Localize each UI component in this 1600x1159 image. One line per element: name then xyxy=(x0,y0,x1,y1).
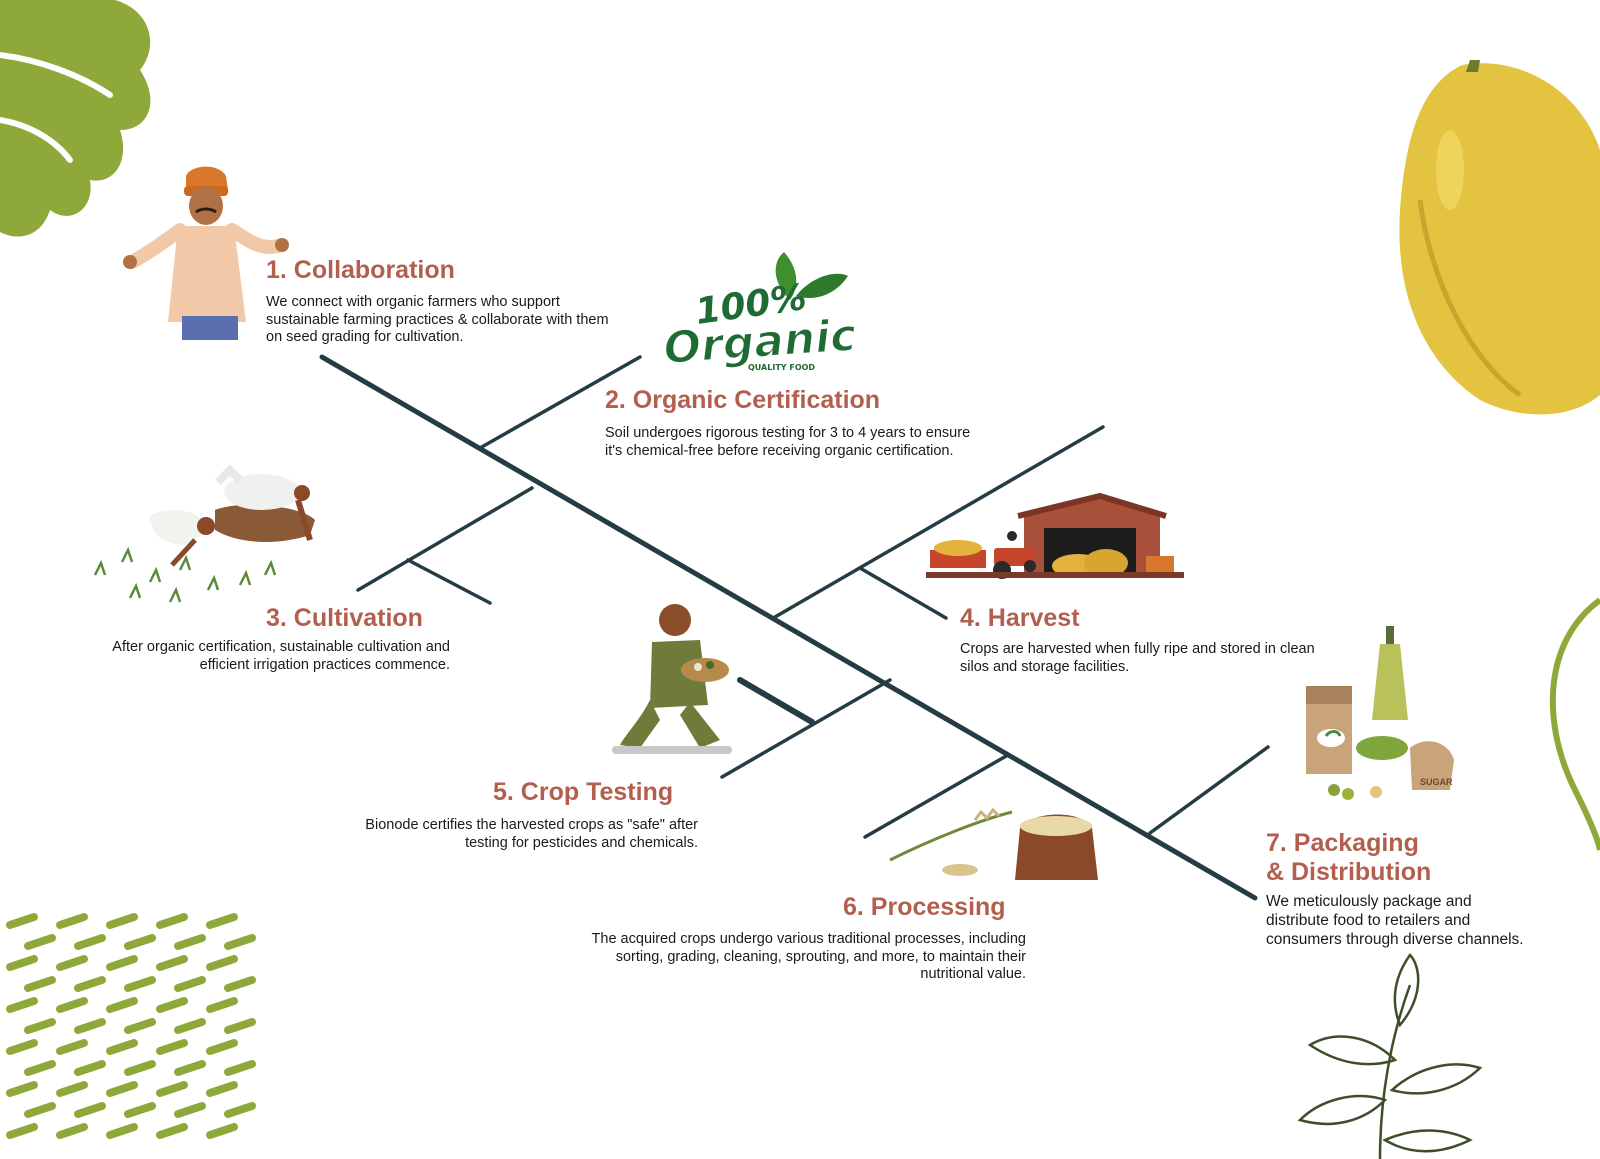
branch-crop-testing-tick xyxy=(737,677,815,725)
step-2-description: Soil undergoes rigorous testing for 3 to… xyxy=(605,425,971,459)
dash-mark xyxy=(124,1102,156,1118)
branch-organic-certification xyxy=(478,355,642,450)
dash-mark xyxy=(56,955,88,971)
step-1-title: 1. Collaboration xyxy=(266,256,455,284)
dash-mark xyxy=(156,1081,188,1097)
dash-mark xyxy=(156,1123,188,1139)
branch-cultivation-main xyxy=(356,486,534,592)
dash-mark xyxy=(106,955,138,971)
field-planting-illustration-icon xyxy=(93,464,315,603)
dash-mark xyxy=(6,997,38,1013)
step-3-description: After organic certification, sustainable… xyxy=(112,639,450,673)
dash-mark xyxy=(56,913,88,929)
dash-mark xyxy=(124,1018,156,1034)
branch-harvest-main xyxy=(773,425,1105,619)
branch-crop-testing-main xyxy=(720,678,892,779)
dash-mark xyxy=(24,1018,56,1034)
fishbone-lines xyxy=(319,354,1270,901)
farmer-illustration-icon xyxy=(123,166,289,340)
dash-mark xyxy=(156,955,188,971)
dash-mark xyxy=(24,976,56,992)
dash-mark xyxy=(224,1060,256,1076)
dash-mark xyxy=(174,1060,206,1076)
step-5-title: 5. Crop Testing xyxy=(493,778,674,806)
dash-mark xyxy=(206,997,238,1013)
dash-mark xyxy=(24,1060,56,1076)
dash-mark xyxy=(24,1102,56,1118)
package-label: SUGAR xyxy=(1420,777,1453,787)
organic-logo-icon: 100% Organic QUALITY FOOD xyxy=(661,252,859,375)
dash-mark xyxy=(6,913,38,929)
branch-packaging-main xyxy=(1148,745,1270,835)
leaf-sprig-icon xyxy=(1297,953,1483,1159)
dash-mark xyxy=(74,976,106,992)
leaf-top-left-icon xyxy=(0,0,151,237)
dash-mark xyxy=(206,913,238,929)
step-7-description: We meticulously package and distribute f… xyxy=(1266,893,1524,948)
dash-mark xyxy=(56,997,88,1013)
step-6-title: 6. Processing xyxy=(843,893,1006,921)
step-4-description: Crops are harvested when fully ripe and … xyxy=(960,641,1315,675)
dash-mark xyxy=(124,1060,156,1076)
dash-mark xyxy=(56,1039,88,1055)
dash-mark xyxy=(6,1123,38,1139)
dash-mark xyxy=(74,1102,106,1118)
dash-mark xyxy=(156,913,188,929)
dash-mark xyxy=(24,934,56,950)
dash-mark xyxy=(56,1123,88,1139)
step-2-title: 2. Organic Certification xyxy=(605,386,881,414)
kneeling-inspector-illustration-icon xyxy=(612,604,732,754)
food-packages-illustration-icon: SUGAR xyxy=(1306,626,1454,800)
dash-mark xyxy=(206,955,238,971)
step-5-description: Bionode certifies the harvested crops as… xyxy=(365,817,698,851)
papaya-icon xyxy=(1399,60,1600,415)
dash-mark xyxy=(56,1081,88,1097)
dash-mark xyxy=(224,1102,256,1118)
barn-tractor-illustration-icon xyxy=(926,492,1184,579)
dash-mark xyxy=(124,934,156,950)
dash-mark xyxy=(106,1123,138,1139)
dash-mark xyxy=(106,913,138,929)
dash-mark xyxy=(206,1039,238,1055)
dash-mark xyxy=(206,1081,238,1097)
step-1-description: We connect with organic farmers who supp… xyxy=(266,294,609,345)
dash-mark xyxy=(124,976,156,992)
spine-line xyxy=(319,354,1258,901)
dash-mark xyxy=(74,1018,106,1034)
branch-processing-main xyxy=(863,753,1010,839)
dash-pattern-icon xyxy=(6,913,256,1139)
dash-mark xyxy=(6,1039,38,1055)
dash-mark xyxy=(224,1018,256,1034)
vine-curve-icon xyxy=(1549,597,1600,851)
dash-mark xyxy=(106,1039,138,1055)
dash-mark xyxy=(156,1039,188,1055)
dash-mark xyxy=(6,1081,38,1097)
step-3-title: 3. Cultivation xyxy=(266,604,423,632)
branch-cultivation-tick xyxy=(406,558,492,605)
dash-mark xyxy=(74,934,106,950)
dash-mark xyxy=(174,1102,206,1118)
dash-mark xyxy=(74,1060,106,1076)
step-7-title-line2: & Distribution xyxy=(1266,858,1432,886)
dash-mark xyxy=(106,997,138,1013)
dash-mark xyxy=(174,934,206,950)
grain-sack-illustration-icon xyxy=(889,807,1098,880)
dash-mark xyxy=(106,1081,138,1097)
dash-mark xyxy=(174,1018,206,1034)
dash-mark xyxy=(156,997,188,1013)
dash-mark xyxy=(6,955,38,971)
dash-mark xyxy=(206,1123,238,1139)
dash-mark xyxy=(224,934,256,950)
dash-mark xyxy=(174,976,206,992)
logo-tagline: QUALITY FOOD xyxy=(748,363,815,372)
dash-mark xyxy=(224,976,256,992)
step-4-title: 4. Harvest xyxy=(960,604,1080,632)
branch-harvest-tick xyxy=(858,566,948,620)
step-6-description: The acquired crops undergo various tradi… xyxy=(591,931,1026,982)
step-7-title-line1: 7. Packaging xyxy=(1266,829,1419,857)
